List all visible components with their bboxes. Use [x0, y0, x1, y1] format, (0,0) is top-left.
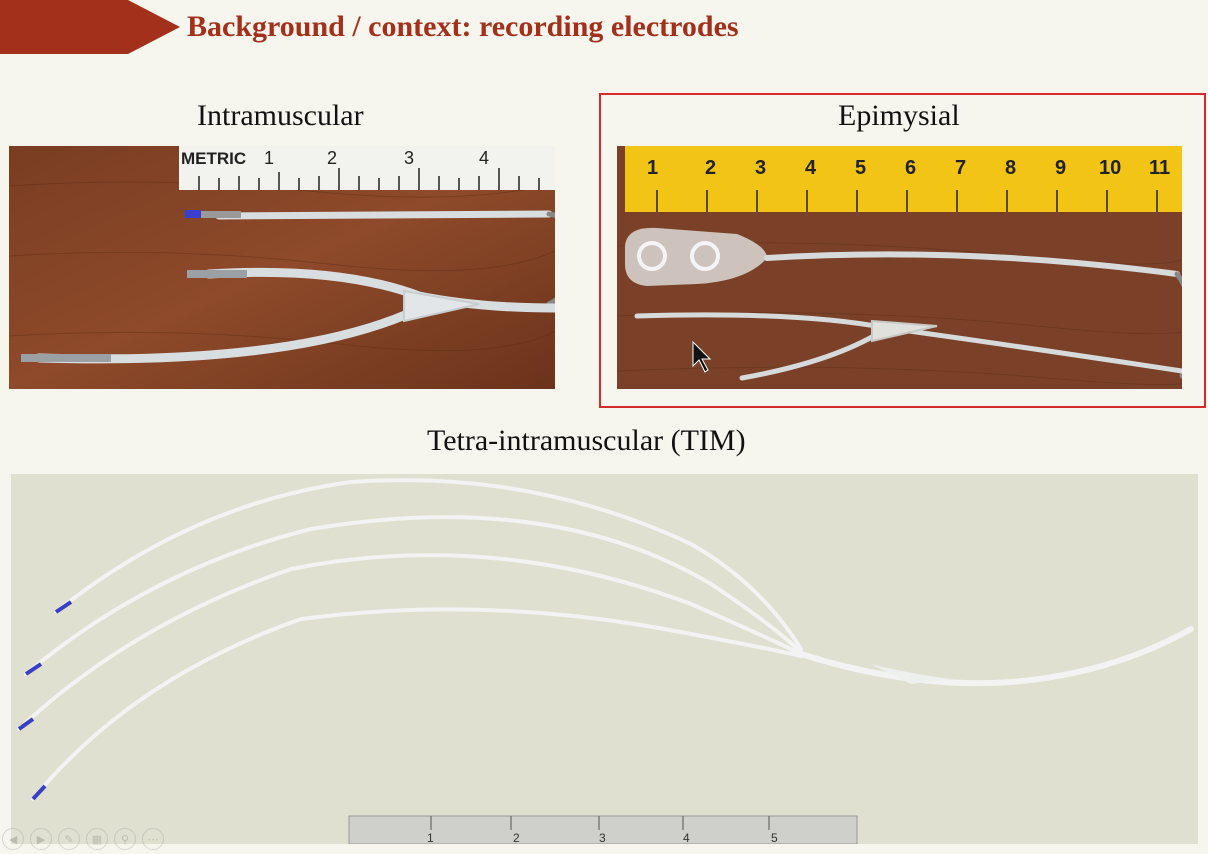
ruler-number: 4 — [479, 148, 489, 168]
ruler-label-metric: METRIC — [181, 149, 246, 168]
ruler-number: 7 — [955, 157, 966, 179]
mouse-cursor-icon — [692, 340, 712, 373]
ruler-number: 2 — [327, 148, 337, 168]
ruler-number: 1 — [264, 148, 274, 168]
ruler-number: 9 — [1055, 157, 1066, 179]
caption-tim: Tetra-intramuscular (TIM) — [427, 424, 746, 457]
ruler-number: 1 — [647, 157, 658, 179]
ruler-number: 1 — [427, 831, 434, 844]
ruler-number: 2 — [513, 831, 520, 844]
ruler-number: 10 — [1099, 157, 1121, 179]
ruler-number: 8 — [1005, 157, 1016, 179]
pen-icon[interactable]: ✎ — [58, 828, 80, 850]
ruler-number: 2 — [705, 157, 716, 179]
ruler-number: 3 — [755, 157, 766, 179]
ruler-number: 11 — [1149, 157, 1170, 179]
ruler-number: 3 — [404, 148, 414, 168]
ruler-number: 4 — [683, 831, 690, 844]
previous-icon[interactable]: ◀ — [2, 828, 24, 850]
caption-epimysial: Epimysial — [838, 99, 960, 132]
next-icon[interactable]: ▶ — [30, 828, 52, 850]
slides-icon[interactable]: ▦ — [86, 828, 108, 850]
ruler-number: 5 — [855, 157, 866, 179]
slide-title: Background / context: recording electrod… — [187, 10, 739, 43]
ruler-number: 4 — [805, 157, 817, 179]
epimysial-frame — [599, 93, 1206, 408]
photo-epimysial: 1 2 3 4 5 6 7 8 9 10 11 — [617, 146, 1182, 389]
title-arrow-shape — [0, 0, 180, 54]
ruler-number: 5 — [771, 831, 778, 844]
photo-tim: 1 2 3 4 5 — [11, 474, 1198, 844]
slideshow-controls: ◀ ▶ ✎ ▦ ⚲ ⋯ — [2, 828, 164, 854]
zoom-icon[interactable]: ⚲ — [114, 828, 136, 850]
caption-intramuscular: Intramuscular — [197, 99, 364, 132]
ruler-number: 6 — [905, 157, 916, 179]
photo-intramuscular: METRIC 1 2 3 4 — [9, 146, 555, 389]
more-icon[interactable]: ⋯ — [142, 828, 164, 850]
ruler-number: 3 — [599, 831, 606, 844]
